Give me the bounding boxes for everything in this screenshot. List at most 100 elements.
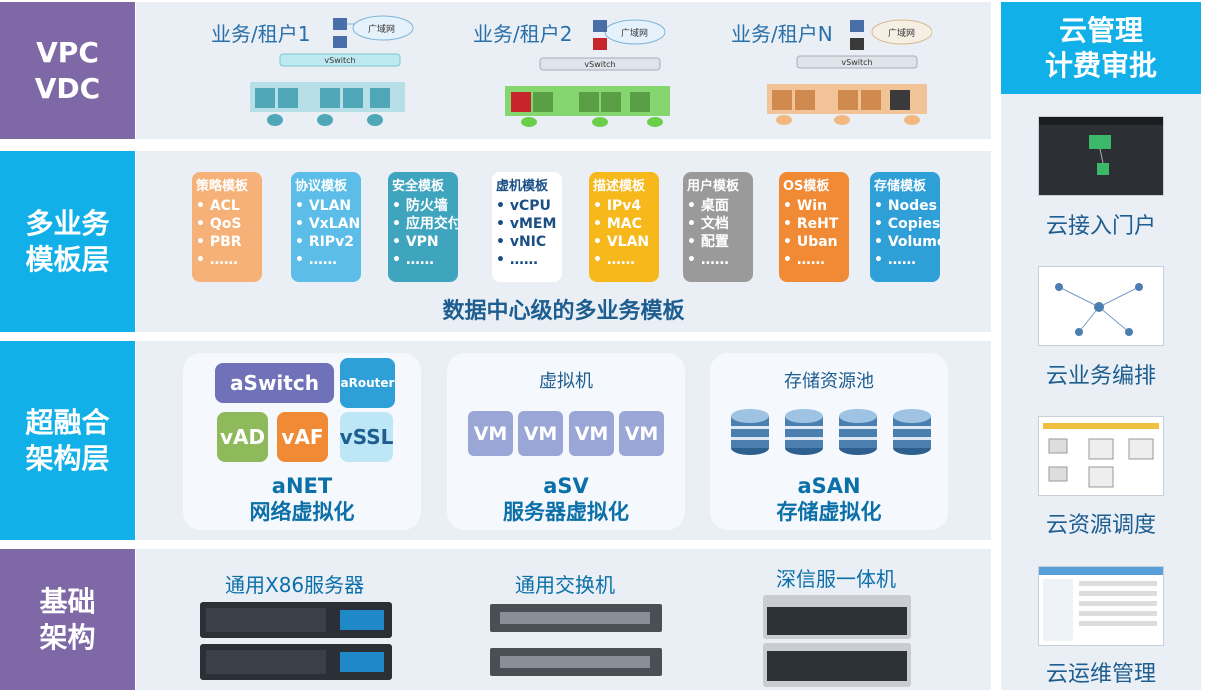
template-os-title: OS模板 — [783, 179, 830, 194]
vssl-block: vSSL — [340, 412, 393, 462]
template-item: • MAC — [593, 216, 642, 232]
template-item: • …… — [196, 252, 238, 268]
template-item: • Win — [783, 198, 828, 214]
aswitch-block: aSwitch — [215, 363, 334, 403]
template-storage-title: 存储模板 — [874, 179, 927, 194]
vaf-block: vAF — [277, 412, 328, 462]
template-item: • …… — [392, 252, 434, 268]
cloud-mgmt-header: 云管理 计费审批 — [1001, 2, 1201, 94]
portal-thumbnail-icon — [1039, 117, 1163, 175]
template-item: • IPv4 — [593, 198, 642, 214]
tenant-1-label: 业务/租户1 — [211, 22, 311, 46]
vm-block: VM — [569, 411, 614, 456]
vm-block: VM — [619, 411, 664, 456]
ops-screenshot — [1038, 566, 1164, 646]
orchestration-screenshot — [1038, 266, 1164, 346]
template-item: • Nodes — [874, 198, 938, 214]
tenant-2-label: 业务/租户2 — [473, 22, 573, 46]
ops-thumbnail-icon — [1039, 567, 1163, 641]
template-policy: 策略模板 • ACL • QoS • PBR • …… — [192, 172, 262, 282]
tenant-2-network-diagram: vSwitch 广域网 — [505, 10, 675, 128]
svg-text:vSwitch: vSwitch — [584, 60, 615, 69]
right-item-scheduling: 云资源调度 — [1045, 513, 1156, 538]
vm-block: VM — [468, 411, 513, 456]
template-item: • vMEM — [496, 216, 557, 232]
template-description: 描述模板 • IPv4 • MAC • VLAN • …… — [589, 172, 659, 282]
tenant-2-network-icon: vSwitch — [505, 19, 670, 127]
template-caption: 数据中心级的多业务模板 — [442, 299, 685, 324]
storage-disk-icon — [731, 409, 769, 455]
template-item: • …… — [295, 252, 337, 268]
anet-label: aNET 网络虚拟化 — [249, 474, 355, 524]
template-item: • Copies — [874, 216, 940, 232]
tenant-n-label: 业务/租户N — [731, 22, 833, 46]
arouter-block: aRouter — [340, 358, 395, 408]
template-item: • 防火墙 — [392, 198, 448, 214]
template-vm: 虚机模板 • vCPU • vMEM • vNIC • …… — [492, 172, 562, 282]
template-item: • PBR — [196, 234, 242, 250]
template-item: • VLAN — [593, 234, 650, 250]
template-item: • …… — [496, 252, 538, 268]
template-protocol: 协议模板 • VLAN • VxLAN • RIPv2 • …… — [291, 172, 361, 282]
layer-multi-label: 多业务 模板层 — [0, 151, 135, 332]
tenant-n-network-icon: vSwitch — [767, 19, 932, 125]
template-item: • Volume — [874, 234, 940, 250]
template-item: • 文档 — [687, 216, 729, 232]
x86-server-icon — [200, 602, 392, 680]
asv-label: aSV 服务器虚拟化 — [503, 474, 629, 524]
template-item: • vCPU — [496, 198, 551, 214]
appliance-icon — [763, 595, 911, 687]
template-policy-title: 策略模板 — [196, 179, 249, 194]
template-user: 用户模板 • 桌面 • 文档 • 配置 • …… — [683, 172, 753, 282]
tenant-n-network-diagram: vSwitch 广域网 — [762, 10, 932, 128]
template-item: • RIPv2 — [295, 234, 354, 250]
template-item: • 配置 — [687, 234, 729, 250]
asan-label: aSAN 存储虚拟化 — [776, 474, 882, 524]
scheduling-screenshot — [1038, 416, 1164, 496]
template-item: • …… — [874, 252, 916, 268]
template-item: • VLAN — [295, 198, 352, 214]
tenant-n-wan: 广域网 — [888, 29, 916, 39]
switch-label: 通用交换机 — [515, 573, 615, 597]
orchestration-thumbnail-icon — [1055, 283, 1143, 336]
portal-screenshot — [1038, 116, 1164, 196]
storage-pool-title: 存储资源池 — [784, 371, 874, 392]
template-item: • 桌面 — [687, 198, 729, 214]
tenant-1-network-diagram: vSwitch 广域网 — [245, 10, 415, 128]
template-item: • VxLAN — [295, 216, 361, 232]
template-user-title: 用户模板 — [687, 179, 740, 194]
layer-base-label: 基础 架构 — [0, 549, 135, 690]
vm-block: VM — [518, 411, 563, 456]
template-item: • ACL — [196, 198, 240, 214]
storage-disk-icon — [839, 409, 877, 455]
tenant-1-wan: 广域网 — [368, 25, 396, 35]
template-item: • Uban — [783, 234, 838, 250]
tenant-1-network-icon: vSwitch — [250, 15, 414, 126]
template-item: • vNIC — [496, 234, 547, 250]
switch-icon — [490, 604, 662, 676]
template-item: • ReHT — [783, 216, 839, 232]
svg-text:vSwitch: vSwitch — [324, 56, 355, 65]
x86-server-label: 通用X86服务器 — [225, 573, 365, 597]
scheduling-thumbnail-icon — [1043, 423, 1159, 488]
template-description-title: 描述模板 — [593, 179, 646, 194]
storage-disk-icon — [893, 409, 931, 455]
svg-text:vSwitch: vSwitch — [841, 58, 872, 67]
right-item-orchestration: 云业务编排 — [1045, 364, 1156, 389]
vad-block: vAD — [217, 412, 268, 462]
layer-vpc-label: VPC VDC — [0, 2, 135, 139]
template-item: • 应用交付 — [392, 216, 458, 232]
storage-disk-icon — [785, 409, 823, 455]
template-item: • …… — [593, 252, 635, 268]
template-item: • QoS — [196, 216, 242, 232]
template-security-title: 安全模板 — [392, 179, 445, 194]
vm-title: 虚拟机 — [539, 371, 593, 392]
template-vm-title: 虚机模板 — [496, 179, 549, 194]
template-item: • …… — [783, 252, 825, 268]
right-item-operations: 云运维管理 — [1045, 662, 1156, 687]
template-os: OS模板 • Win • ReHT • Uban • …… — [779, 172, 849, 282]
layer-hci-label: 超融合 架构层 — [0, 341, 135, 540]
template-item: • VPN — [392, 234, 439, 250]
template-protocol-title: 协议模板 — [295, 179, 348, 194]
template-item: • …… — [687, 252, 729, 268]
